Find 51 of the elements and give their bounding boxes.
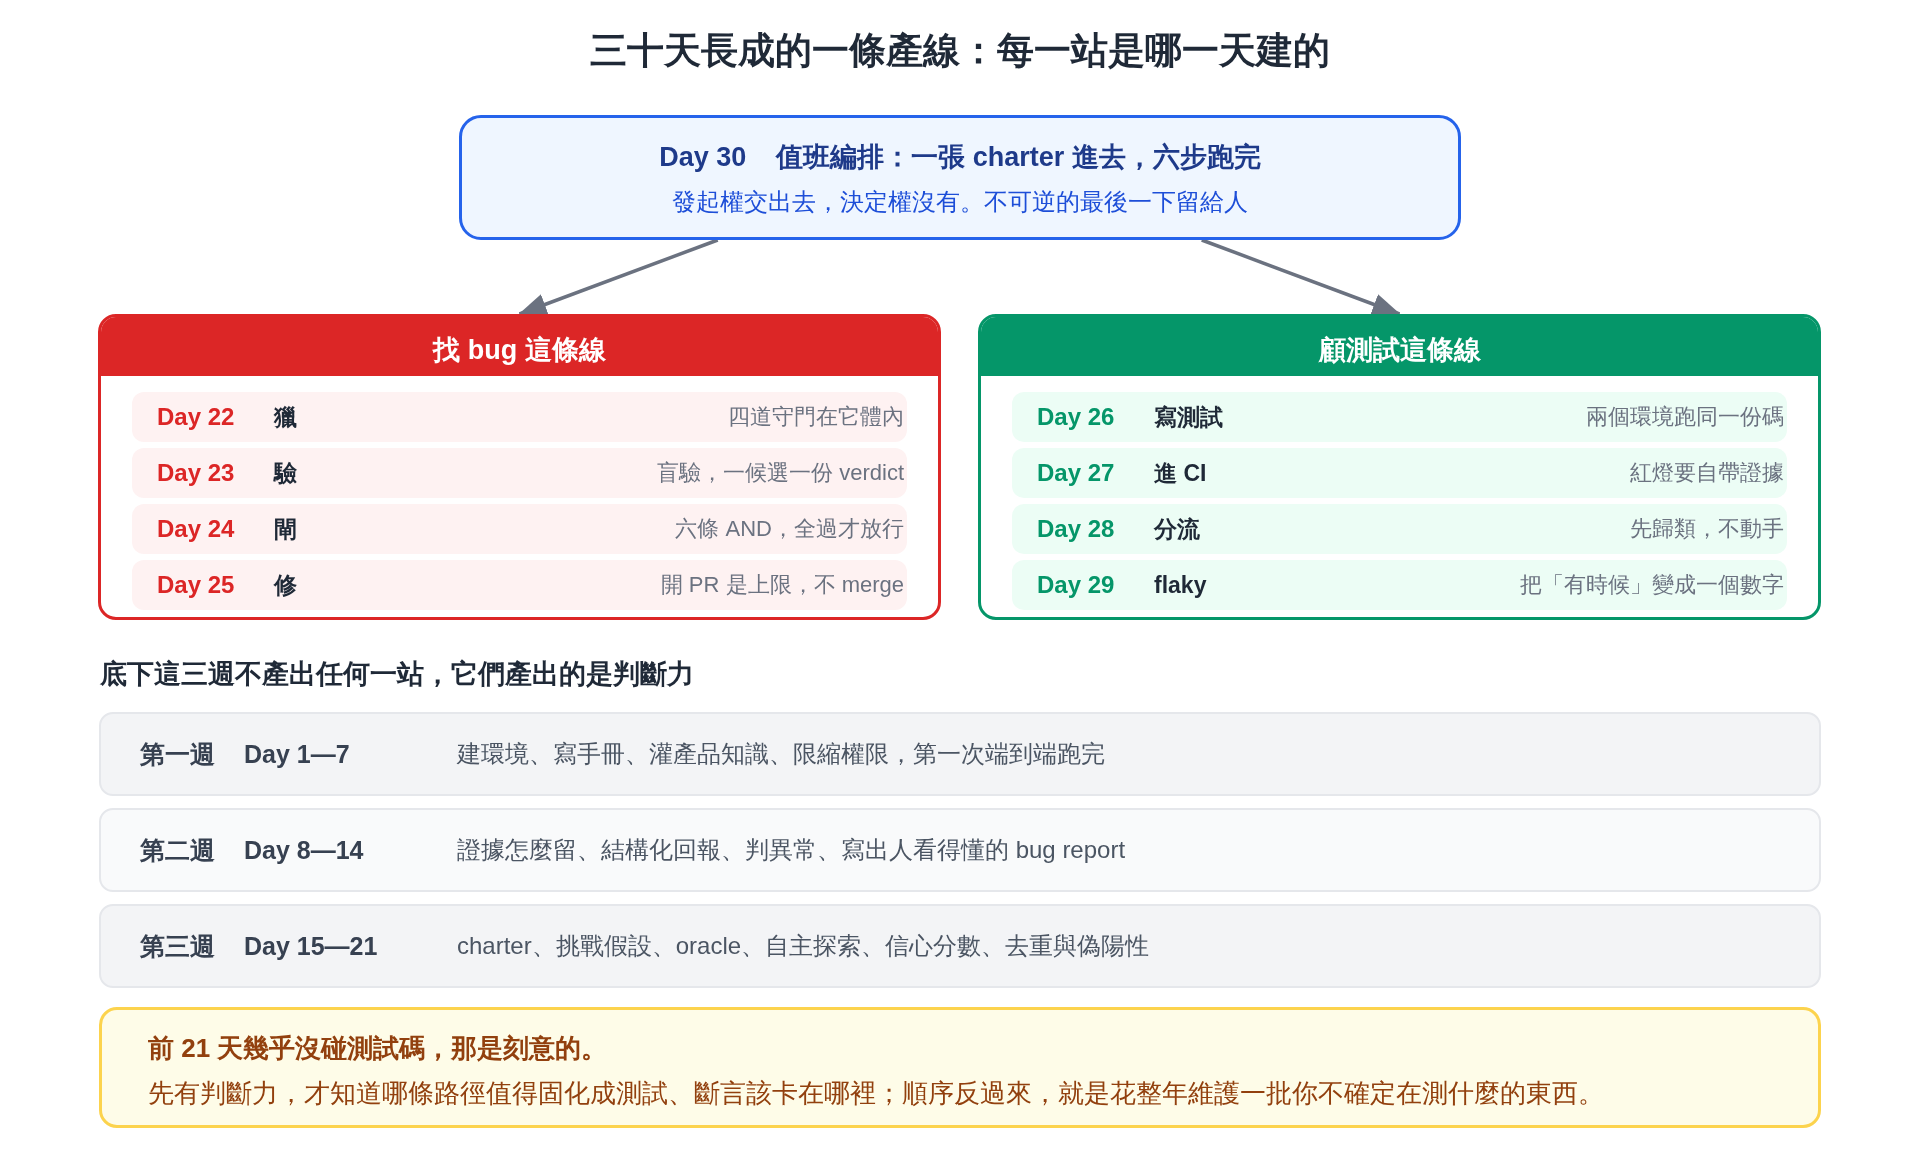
station-name: 閘 — [274, 515, 297, 544]
day-range: Day 8—14 — [244, 835, 364, 866]
panel-header: 找 bug 這條線 — [101, 317, 938, 376]
station-name: 進 CI — [1154, 459, 1207, 488]
week-row — [99, 808, 1821, 892]
station-name: 分流 — [1154, 515, 1200, 544]
station-name: 驗 — [274, 459, 297, 488]
title: 三十天長成的一條產線：每一站是哪一天建的 — [590, 29, 1330, 73]
day-label: Day 30 — [659, 141, 747, 174]
station-name: 寫測試 — [1154, 403, 1223, 432]
row-note: 先歸類，不動手 — [1630, 515, 1784, 543]
week-label: 第二週 — [140, 835, 215, 866]
row-note: 兩個環境跑同一份碼 — [1586, 403, 1784, 431]
week-label: 第一週 — [140, 739, 215, 770]
box-subtitle: 發起權交出去，決定權沒有。不可逆的最後一下留給人 — [672, 187, 1248, 217]
day-label: Day 25 — [157, 570, 235, 600]
panel-header: 顧測試這條線 — [981, 317, 1818, 376]
row-note: 把「有時候」變成一個數字 — [1520, 571, 1784, 599]
day-label: Day 29 — [1037, 570, 1115, 600]
day-range: Day 15—21 — [244, 931, 378, 962]
week-description: 證據怎麼留、結構化回報、判異常、寫出人看得懂的 bug report — [457, 835, 1126, 865]
row-note: 六條 AND，全過才放行 — [675, 515, 904, 543]
row-note: 紅燈要自帶證據 — [1630, 459, 1784, 487]
box-heading: 值班編排：一張 charter 進去，六步跑完 — [776, 141, 1261, 174]
station-name: 獵 — [274, 403, 297, 432]
week-description: charter、挑戰假設、oracle、自主探索、信心分數、去重與偽陽性 — [457, 931, 1150, 961]
row-note: 四道守門在它體內 — [728, 403, 904, 431]
note-body: 先有判斷力，才知道哪條路徑值得固化成測試、斷言該卡在哪裡；順序反過來，就是花整年維護一批你不確定在測什麼的東西。 — [148, 1077, 1604, 1110]
week-row — [99, 712, 1821, 796]
milestone-box — [459, 115, 1461, 240]
arrow — [1201, 238, 1401, 316]
week-description: 建環境、寫手冊、灌產品知識、限縮權限，第一次端到端跑完 — [457, 739, 1105, 769]
week-row — [99, 904, 1821, 988]
day-range: Day 1—7 — [244, 739, 350, 770]
day-label: Day 27 — [1037, 458, 1115, 488]
track-panel — [978, 314, 1821, 620]
station-name: flaky — [1154, 571, 1207, 600]
day-label: Day 28 — [1037, 514, 1115, 544]
note-box — [99, 1007, 1821, 1128]
row-note: 盲驗，一候選一份 verdict — [657, 459, 904, 487]
day-label: Day 22 — [157, 402, 235, 432]
arrow — [518, 238, 719, 316]
day-label: Day 24 — [157, 514, 235, 544]
section-heading: 底下這三週不產出任何一站，它們產出的是判斷力 — [100, 658, 694, 691]
station-name: 修 — [274, 571, 297, 600]
day-label: Day 23 — [157, 458, 235, 488]
day-label: Day 26 — [1037, 402, 1115, 432]
track-panel — [98, 314, 941, 620]
week-label: 第三週 — [140, 931, 215, 962]
row-note: 開 PR 是上限，不 merge — [660, 571, 904, 599]
note-heading: 前 21 天幾乎沒碰測試碼，那是刻意的。 — [148, 1032, 608, 1065]
